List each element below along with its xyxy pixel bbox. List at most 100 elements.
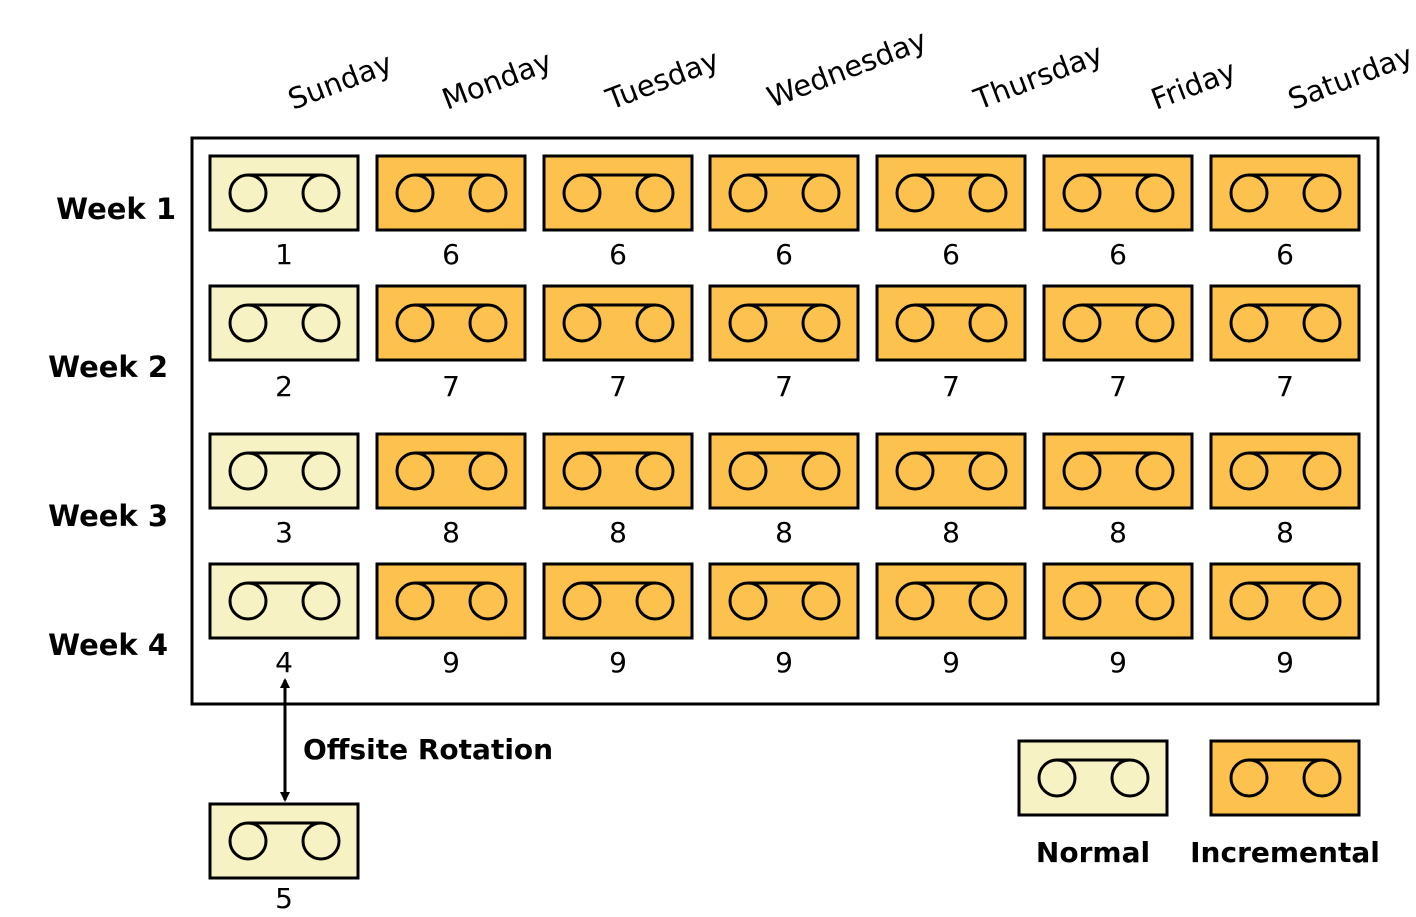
tape-number-offsite: 5 <box>275 882 293 915</box>
tape-body <box>708 284 860 362</box>
legend-normal-label: Normal <box>1036 836 1150 869</box>
tape-cartridge-icon <box>728 173 841 213</box>
tape-week3-saturday <box>1209 432 1361 510</box>
tape-body <box>1209 562 1361 640</box>
tape-week1-tuesday <box>542 154 694 232</box>
tape-cartridge-icon <box>395 173 508 213</box>
tape-cartridge-icon <box>895 451 1008 491</box>
tape-number: 8 <box>775 516 793 549</box>
tape-cartridge-icon <box>1229 758 1342 798</box>
tape-cartridge-icon <box>1037 758 1150 798</box>
tape-number: 6 <box>775 238 793 271</box>
tape-body <box>708 432 860 510</box>
tape-cartridge-icon <box>895 303 1008 343</box>
tape-week2-tuesday <box>542 284 694 362</box>
tape-cartridge-icon <box>228 303 341 343</box>
tape-week1-sunday <box>208 154 360 232</box>
tape-week1-thursday <box>875 154 1027 232</box>
tape-week2-saturday <box>1209 284 1361 362</box>
tape-cartridge-icon <box>562 173 675 213</box>
offsite-tape: 5 <box>208 802 360 915</box>
legend-incremental-tape <box>1209 739 1361 817</box>
tape-number: 7 <box>1109 370 1127 403</box>
tape-body <box>708 562 860 640</box>
tape-cartridge-icon <box>228 581 341 621</box>
tape-body <box>708 154 860 232</box>
tape-number: 3 <box>275 516 293 549</box>
tape-body <box>375 562 527 640</box>
tape-body <box>1042 562 1194 640</box>
tape-body <box>1209 284 1361 362</box>
tape-cartridge-icon <box>228 451 341 491</box>
legend-incremental-label: Incremental <box>1190 836 1380 869</box>
tape-week2-sunday <box>208 284 360 362</box>
tape-body <box>542 154 694 232</box>
tape-week1-saturday <box>1209 154 1361 232</box>
tape-number: 4 <box>275 646 293 679</box>
tape-cartridge-icon <box>1062 173 1175 213</box>
day-label-thursday: Thursday <box>968 36 1107 116</box>
tape-number: 8 <box>942 516 960 549</box>
tape-week4-sunday <box>208 562 360 640</box>
tape-number: 2 <box>275 370 293 403</box>
tape-week2-thursday <box>875 284 1027 362</box>
tape-number: 7 <box>1276 370 1294 403</box>
tape-body <box>542 432 694 510</box>
tape-number: 7 <box>442 370 460 403</box>
tape-week4-wednesday <box>708 562 860 640</box>
tape-body <box>875 432 1027 510</box>
tape-week3-wednesday <box>708 432 860 510</box>
tape-number: 9 <box>942 646 960 679</box>
week-label-2: Week 2 <box>48 350 168 384</box>
tape-body <box>875 284 1027 362</box>
tape-body <box>1209 154 1361 232</box>
tape-body <box>375 432 527 510</box>
tape-cartridge-icon <box>728 451 841 491</box>
tape-week3-sunday <box>208 432 360 510</box>
tape-week4-saturday <box>1209 562 1361 640</box>
tape-cartridge-icon <box>562 581 675 621</box>
tape-body <box>1042 154 1194 232</box>
tape-cartridge-icon <box>1062 451 1175 491</box>
tape-week3-friday <box>1042 432 1194 510</box>
tape-cartridge-icon <box>895 173 1008 213</box>
tape-cartridge-icon <box>728 303 841 343</box>
legend: Normal Incremental <box>1017 739 1380 869</box>
tape-number: 8 <box>609 516 627 549</box>
tape-cartridge-icon <box>562 303 675 343</box>
day-label-monday: Monday <box>437 44 556 117</box>
tape-body <box>1042 284 1194 362</box>
tape-number: 9 <box>775 646 793 679</box>
tape-body <box>1042 432 1194 510</box>
tape-cartridge-icon <box>1229 451 1342 491</box>
tape-number: 8 <box>1109 516 1127 549</box>
day-label-friday: Friday <box>1146 53 1240 116</box>
tape-cartridge-icon <box>1229 173 1342 213</box>
tape-body <box>375 154 527 232</box>
tape-cartridge-icon <box>395 451 508 491</box>
tape-number: 9 <box>442 646 460 679</box>
tape-week1-monday <box>375 154 527 232</box>
tape-cartridge-icon <box>1229 303 1342 343</box>
tape-week2-friday <box>1042 284 1194 362</box>
tape-cartridge-icon <box>395 581 508 621</box>
week-label-1: Week 1 <box>56 192 176 226</box>
tape-cartridge-icon <box>1062 303 1175 343</box>
tape-number: 9 <box>1276 646 1294 679</box>
tape-cartridge-icon <box>895 581 1008 621</box>
tape-week2-monday <box>375 284 527 362</box>
tape-week3-monday <box>375 432 527 510</box>
tape-number: 6 <box>1109 238 1127 271</box>
tape-week1-friday <box>1042 154 1194 232</box>
tape-body <box>1209 432 1361 510</box>
offsite-rotation-label: Offsite Rotation <box>303 733 553 766</box>
tape-body <box>375 284 527 362</box>
tape-body <box>208 154 360 232</box>
tape-number: 9 <box>1109 646 1127 679</box>
tape-cartridge-icon <box>728 581 841 621</box>
tape-number: 6 <box>609 238 627 271</box>
day-label-wednesday: Wednesday <box>762 23 931 115</box>
